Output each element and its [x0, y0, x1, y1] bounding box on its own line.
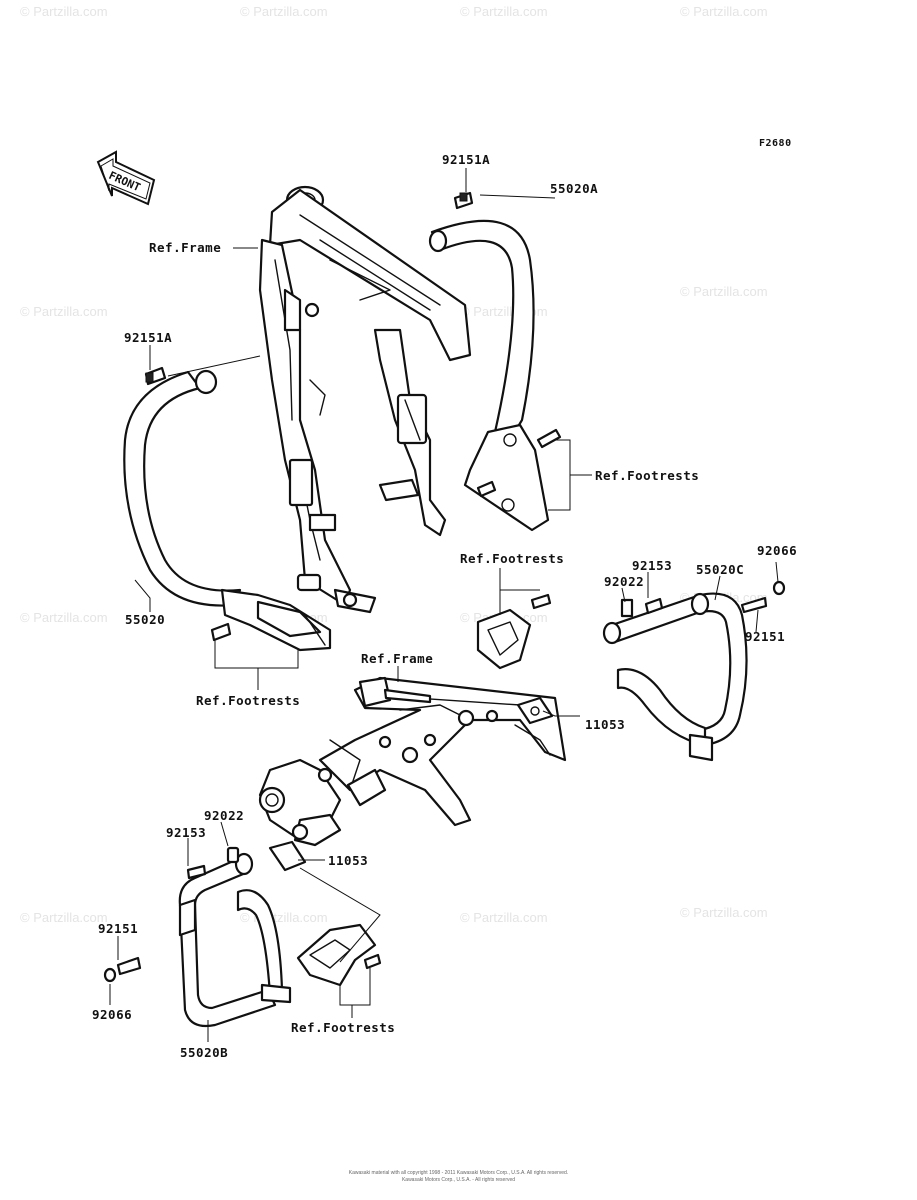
part-label-55020: 55020: [125, 612, 166, 627]
part-label-92153-left: 92153: [166, 825, 207, 840]
watermark: © Partzilla.com: [460, 4, 548, 19]
part-label-92022-right: 92022: [604, 574, 645, 589]
watermark: © Partzilla.com: [20, 304, 108, 319]
part-label-92151-left: 92151: [98, 921, 139, 936]
watermark: © Partzilla.com: [20, 4, 108, 19]
copyright-line-2: Kawasaki Motors Corp., U.S.A. - All righ…: [401, 1177, 516, 1183]
watermark: © Partzilla.com: [20, 610, 108, 625]
part-label-92151A-left: 92151A: [124, 330, 173, 345]
part-label-55020C: 55020C: [696, 562, 745, 577]
bracket-11053-right: [516, 696, 554, 725]
part-label-92151-right: 92151: [745, 629, 786, 644]
watermark: © Partzilla.com: [680, 4, 768, 19]
part-label-92022-left: 92022: [204, 808, 245, 823]
copyright-line-1: Kawasaki material with all copyright 199…: [348, 1170, 569, 1176]
ref-footrests-label-bottom: Ref.Footrests: [291, 1020, 396, 1035]
guard-55020B: [103, 840, 307, 1028]
ref-frame-label-top: Ref.Frame: [149, 240, 222, 255]
guard-55020: [123, 369, 332, 652]
part-label-92151A-top: 92151A: [442, 152, 491, 167]
figure-code: F2680: [759, 138, 792, 149]
part-label-55020B: 55020B: [180, 1045, 229, 1060]
main-frame-lower: [258, 676, 567, 847]
guard-55020A: [428, 219, 562, 532]
footrest-bracket-bottom: [296, 923, 382, 987]
footrest-bracket-mid: [476, 593, 552, 670]
part-label-55020A: 55020A: [550, 181, 599, 196]
front-arrow-icon: FRONT: [96, 150, 156, 206]
ref-footrests-label-right: Ref.Footrests: [595, 468, 700, 483]
part-label-11053-left: 11053: [328, 853, 369, 868]
part-label-92066-left: 92066: [92, 1007, 133, 1022]
guard-55020C: [602, 580, 786, 762]
part-label-11053-right: 11053: [585, 717, 626, 732]
part-label-92153-right: 92153: [632, 558, 673, 573]
leader-lines: [109, 168, 779, 1042]
bolt-92151A-left: [144, 366, 167, 386]
ref-footrests-label-left: Ref.Footrests: [196, 693, 301, 708]
bolt-92151A-top: [453, 191, 474, 210]
watermark: © Partzilla.com: [680, 284, 768, 299]
watermark: © Partzilla.com: [460, 910, 548, 925]
watermark: © Partzilla.com: [240, 4, 328, 19]
ref-frame-label-bottom: Ref.Frame: [361, 651, 434, 666]
part-label-92066-right: 92066: [757, 543, 798, 558]
main-frame-upper: [258, 185, 472, 614]
ref-footrests-label-mid: Ref.Footrests: [460, 551, 565, 566]
watermark: © Partzilla.com: [20, 910, 108, 925]
watermark: © Partzilla.com: [680, 905, 768, 920]
